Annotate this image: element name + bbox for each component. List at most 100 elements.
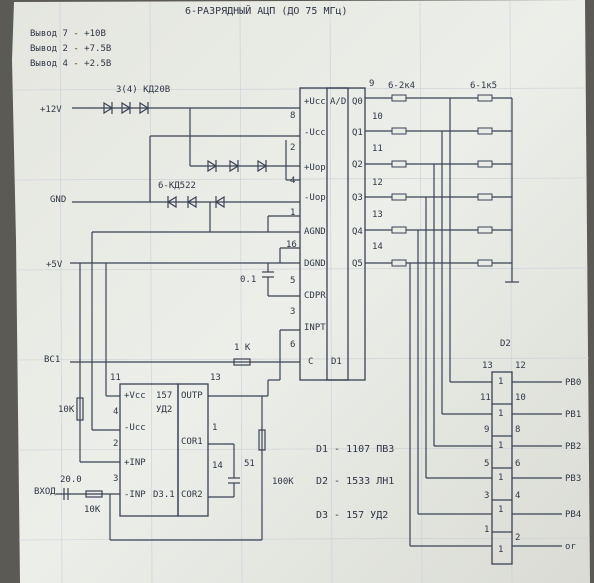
d2-output: PB1: [565, 410, 581, 420]
d1-out-num: 14: [372, 242, 383, 252]
legend-item: D1 - 1107 ПВ3: [316, 444, 394, 455]
d1-output: Q3: [352, 193, 363, 203]
d1-output: Q5: [352, 259, 363, 269]
resistor-bank-1: [391, 94, 407, 267]
wiring: 3(4) КД20В 6-КД522: [56, 81, 519, 547]
cap-label: 0.1: [240, 275, 256, 285]
d1-pin-label: +Ucc: [304, 97, 326, 107]
d2-cell: 1: [498, 441, 503, 451]
d1-pin-num: 16: [286, 240, 297, 250]
d2-output: PB0: [565, 378, 581, 388]
pin-note: Вывод 7 - +10В: [30, 29, 106, 39]
d3-pin-num: 11: [110, 373, 121, 383]
d3-name: D3.1: [153, 490, 175, 500]
d3-pin-label: COR2: [181, 490, 203, 500]
d2-cell: 1: [498, 505, 503, 515]
d3-pin-num: 4: [113, 407, 118, 417]
d1-pin-num: 3: [290, 307, 295, 317]
d1-pin-label: INPT: [304, 323, 326, 333]
d1-pin-num: 2: [290, 143, 295, 153]
resbank-label: 6-2к4: [388, 81, 415, 91]
label-bc1: BC1: [44, 355, 60, 365]
d1-output: Q4: [352, 227, 363, 237]
label-plus5v: +5V: [46, 260, 63, 270]
d3-pin-num: 1: [212, 423, 217, 433]
d2-out-num: 2: [515, 533, 520, 543]
d2-cell: 1: [498, 473, 503, 483]
d2-output: PB2: [565, 442, 581, 452]
d1-pin-num: 6: [290, 340, 295, 350]
resistor-bank-2: [477, 94, 493, 267]
d2-name: D2: [500, 339, 511, 349]
d2-cell: 1: [498, 545, 503, 555]
pin-note: Вывод 2 - +7.5В: [30, 44, 111, 54]
d1-pin-num: 5: [290, 276, 295, 286]
legend-item: D3 - 157 УД2: [316, 510, 388, 521]
d1-pin-label: -Uop: [304, 193, 326, 203]
d1-output: Q2: [352, 160, 363, 170]
input-labels: +12V GND +5V BC1 ВХОД: [34, 105, 66, 497]
chip-d3: +Vcc -Ucc +INP -INP 157 УД2 D3.1 OUTP CO…: [110, 373, 223, 517]
d1-out-num: 10: [372, 112, 383, 122]
d1-output: Q0: [352, 97, 363, 107]
page-title: 6-РАЗРЯДНЫЙ АЦП (ДО 75 МГц): [185, 4, 348, 17]
d1-pin-num: 4: [290, 176, 295, 186]
d1-out-num: 9: [369, 79, 374, 89]
diodes-label: 3(4) КД20В: [116, 85, 170, 95]
d1-pin-num: 1: [290, 208, 295, 218]
d2-in-num: 3: [484, 491, 489, 501]
d3-pin-num: 13: [210, 373, 221, 383]
legend: D1 - 1107 ПВ3 D2 - 1533 ЛН1 D3 - 157 УД2: [316, 444, 394, 521]
d2-out-num: 4: [515, 491, 520, 501]
d2-output: or: [565, 542, 576, 552]
d3-pin-num: 3: [113, 474, 118, 484]
legend-item: D2 - 1533 ЛН1: [316, 476, 394, 487]
d1-out-num: 13: [372, 210, 383, 220]
d1-pin-label: +Uop: [304, 163, 326, 173]
resbank-label: 6-1к5: [470, 81, 497, 91]
d1-out-num: 12: [372, 178, 383, 188]
d3-pin-label: -INP: [124, 490, 146, 500]
d2-in-num: 9: [484, 425, 489, 435]
d2-out-num: 10: [515, 393, 526, 403]
d1-output: Q1: [352, 128, 363, 138]
d3-pin-label: COR1: [181, 437, 203, 447]
label-vhod: ВХОД: [34, 487, 56, 497]
cap-label: 51: [244, 459, 255, 469]
d2-output: PB3: [565, 474, 581, 484]
pin-note: Вывод 4 - +2.5В: [30, 59, 111, 69]
d2-cell: 1: [498, 377, 503, 387]
d1-name: D1: [331, 357, 342, 367]
d3-type: 157: [156, 391, 172, 401]
resistor-label: 1 K: [234, 343, 251, 353]
d3-pin-label: +Vcc: [124, 391, 146, 401]
paper-sheet: [12, 0, 590, 583]
diodes-label: 6-КД522: [158, 181, 196, 191]
label-plus12v: +12V: [40, 105, 62, 115]
d3-pin-label: -Ucc: [124, 423, 146, 433]
d2-cell: 1: [498, 409, 503, 419]
resistor-label: 10K: [84, 505, 101, 515]
d2-pin-num: 13: [482, 361, 493, 371]
d1-pin-label: -Ucc: [304, 128, 326, 138]
d1-pin-label: CDPR: [304, 291, 326, 301]
d2-in-num: 1: [484, 525, 489, 535]
cap-label: 20.0: [60, 475, 82, 485]
d2-in-num: 5: [484, 459, 489, 469]
d3-type: УД2: [156, 405, 172, 415]
d2-output: PB4: [565, 510, 581, 520]
resistor-label: 100K: [272, 477, 294, 487]
d2-out-num: 8: [515, 425, 520, 435]
d2-in-num: 11: [480, 393, 491, 403]
d3-pin-num: 2: [113, 439, 118, 449]
label-gnd: GND: [50, 195, 66, 205]
d2-out-num: 6: [515, 459, 520, 469]
d1-top-label: A/D: [330, 97, 346, 107]
d2-pin-num: 12: [515, 361, 526, 371]
chip-d1: A/D +Ucc -Ucc +Uop -Uop AGND DGND CDPR I…: [286, 79, 383, 381]
d1-pin-num: 8: [290, 111, 295, 121]
chip-d2: D2 13 12 1 1 1 1 1 1 11 9 5 3 1 10 8 6 4…: [480, 339, 581, 565]
d1-pin-label: DGND: [304, 259, 326, 269]
d1-out-num: 11: [372, 144, 383, 154]
